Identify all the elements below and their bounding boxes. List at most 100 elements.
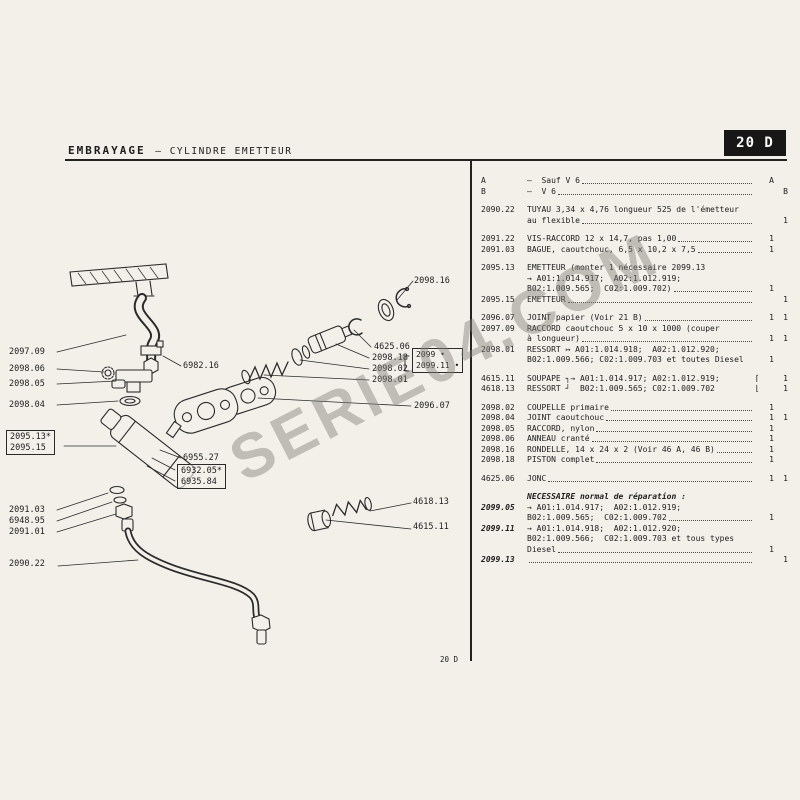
parts-row: A — Sauf V 6 A xyxy=(481,176,788,187)
cup-drawing xyxy=(291,345,311,366)
part-desc-line: RACCORD, nylon xyxy=(527,424,754,435)
part-desc-line: B02:1.009.566; C02:1.009.703 et tous typ… xyxy=(527,534,754,545)
group-bracket: ⌊ xyxy=(754,384,760,393)
dot-leader xyxy=(678,241,752,242)
part-desc-text: RONDELLE, 14 x 24 x 2 (Voir 46 A, 46 B) xyxy=(527,444,715,454)
part-desc-text: B02:1.009.566; C02:1.009.703 et tous typ… xyxy=(527,534,735,543)
part-desc-text: → A01:1.014.918; A02:1.012.920; xyxy=(527,523,682,533)
qty-col-a: 1 xyxy=(769,513,774,522)
part-ref: 2095.15 xyxy=(481,294,515,304)
part-desc-line: EMETTEUR xyxy=(527,295,754,306)
diagram-label-4615-11: 4615.11 xyxy=(413,522,449,532)
part-desc: RACCORD, nylon xyxy=(527,424,754,435)
part-ref: 2098.02 xyxy=(481,402,515,412)
part-desc-text: JOINT papier (Voir 21 B) xyxy=(527,313,643,322)
part-desc-text: PISTON complet xyxy=(527,455,595,464)
parts-row: 2095.15 EMETTEUR 1 xyxy=(481,295,788,306)
diagram-label-2090-22: 2090.22 xyxy=(9,559,45,569)
part-desc-line: → A01:1.014.918; A02:1.012.920; xyxy=(527,524,754,535)
part-desc-text: SOUPAPE ┐→ A01:1.014.917; A02:1.012.919; xyxy=(527,373,720,383)
part-desc-line: — V 6 xyxy=(527,187,754,198)
page-code-badge: 20 D xyxy=(724,130,786,156)
part-desc: RACCORD caoutchouc 5 x 10 x 1000 (couper… xyxy=(527,324,754,345)
part-desc-line: ANNEAU cranté xyxy=(527,434,754,445)
leader-lines xyxy=(56,280,414,567)
part-desc-line: B02:1.009.565; C02:1.009.702) xyxy=(527,284,754,295)
diagram-label-2098-16: 2098.16 xyxy=(414,276,450,286)
parts-row: NECESSAIRE normal de réparation : xyxy=(481,492,788,503)
qty-col-a: 1 xyxy=(769,544,774,554)
part-desc-line: B02:1.009.565; C02:1.009.702 xyxy=(527,513,754,524)
parts-row: 2098.06 ANNEAU cranté 1 xyxy=(481,434,788,445)
diagram-label-4625-06: 4625.06 xyxy=(374,342,410,352)
diagram-label-2098-06: 2098.06 xyxy=(9,364,45,374)
diagram-label-box-2099: 2099 • 2099.11 • xyxy=(412,348,464,373)
parts-row: 2098.16 RONDELLE, 14 x 24 x 2 (Voir 46 A… xyxy=(481,445,788,456)
part-ref: 2090.22 xyxy=(481,205,515,214)
dot-leader xyxy=(697,251,752,253)
part-ref: 4625.06 xyxy=(481,473,515,483)
part-desc-line: — Sauf V 6 xyxy=(527,176,754,187)
part-desc: — Sauf V 6 xyxy=(527,176,754,187)
part-desc-line: EMETTEUR (monter 1 nécessaire 2099.13 xyxy=(527,263,754,274)
part-desc: EMETTEUR xyxy=(527,295,754,306)
part-desc-text: JOINT caoutchouc xyxy=(527,413,605,422)
qty-col-b: 1 xyxy=(783,215,788,225)
parts-row: 2090.22 TUYAU 3,34 x 4,76 longueur 525 d… xyxy=(481,205,788,226)
diagram-label-2097-09: 2097.09 xyxy=(9,347,45,357)
part-desc: ANNEAU cranté xyxy=(527,434,754,445)
parts-row: 2099.05 → A01:1.014.917; A02:1.012.919;B… xyxy=(481,503,788,524)
part-desc-line: RESSORT ┘ B02:1.009.565; C02:1.009.702 xyxy=(527,384,754,395)
part-desc: PISTON complet xyxy=(527,455,754,466)
part-desc-line: PISTON complet xyxy=(527,455,754,466)
part-desc xyxy=(527,562,754,566)
part-ref: B xyxy=(481,186,486,196)
part-desc-text: B02:1.009.565; C02:1.009.702 xyxy=(527,513,667,522)
pipe-drawing xyxy=(124,527,271,645)
part-desc-text: JONC xyxy=(527,473,547,483)
part-desc: JONC xyxy=(527,474,754,485)
parts-row: 2098.01 RESSORT ↦ A01:1.014.918; A02:1.0… xyxy=(481,345,788,366)
part-desc-text: — V 6 xyxy=(527,186,556,196)
part-ref: 2098.05 xyxy=(481,423,515,433)
parts-row: 4615.11 SOUPAPE ┐→ A01:1.014.917; A02:1.… xyxy=(481,374,788,385)
part-desc-text: ANNEAU cranté xyxy=(527,434,590,443)
part-desc: RONDELLE, 14 x 24 x 2 (Voir 46 A, 46 B) xyxy=(527,445,754,456)
parts-row: 2091.22 VIS-RACCORD 12 x 14,7, pas 1,00 … xyxy=(481,234,788,245)
diagram-label-2098-18: 2098.18 xyxy=(372,353,408,363)
part-desc: EMETTEUR (monter 1 nécessaire 2099.13→ A… xyxy=(527,263,754,295)
part-desc-text: — Sauf V 6 xyxy=(527,176,580,185)
parts-row: 2091.03 BAGUE, caoutchouc, 6,5 x 10,2 x … xyxy=(481,245,788,256)
part-desc-text: RACCORD caoutchouc 5 x 10 x 1000 (couper xyxy=(527,323,720,333)
part-desc-line: COUPELLE primaire xyxy=(527,403,754,414)
part-desc-line: RONDELLE, 14 x 24 x 2 (Voir 46 A, 46 B) xyxy=(527,445,754,456)
part-ref: 2091.03 xyxy=(481,244,515,254)
dot-leader xyxy=(596,462,752,463)
parts-row: 2095.13 EMETTEUR (monter 1 nécessaire 20… xyxy=(481,263,788,295)
dot-leader xyxy=(596,430,752,432)
qty-col-a: 1 xyxy=(769,334,774,343)
spring-drawing xyxy=(241,361,289,385)
parts-row: 2098.05 RACCORD, nylon 1 xyxy=(481,424,788,435)
piston-drawing xyxy=(307,325,353,354)
part-desc: BAGUE, caoutchouc, 6,5 x 10,2 x 7,5 xyxy=(527,245,754,256)
diagram-label-kit-2099: 2099 • xyxy=(416,350,445,359)
part-desc: JOINT caoutchouc xyxy=(527,413,754,424)
part-desc-text: VIS-RACCORD 12 x 14,7, pas 1,00 xyxy=(527,234,677,243)
diagram-label-6955-27: 6955.27 xyxy=(183,453,219,463)
part-desc: JOINT papier (Voir 21 B) xyxy=(527,313,754,324)
column-divider xyxy=(470,161,472,661)
port-parts-drawing xyxy=(109,485,134,532)
part-ref: 2099.05 xyxy=(481,502,515,512)
parts-row: 2098.04 JOINT caoutchouc 1 1 xyxy=(481,413,788,424)
part-desc: → A01:1.014.918; A02:1.012.920;B02:1.009… xyxy=(527,524,754,556)
clamp-drawing xyxy=(140,340,164,356)
diagram-label-2091-03: 2091.03 xyxy=(9,505,45,515)
valve-assembly-drawing xyxy=(307,496,372,532)
part-desc-line: Diesel xyxy=(527,545,754,556)
qty-col-a: A xyxy=(769,176,774,185)
parts-row: B — V 6 B xyxy=(481,187,788,198)
qty-col-a: 1 xyxy=(769,455,774,464)
qty-col-b: 1 xyxy=(783,555,788,564)
